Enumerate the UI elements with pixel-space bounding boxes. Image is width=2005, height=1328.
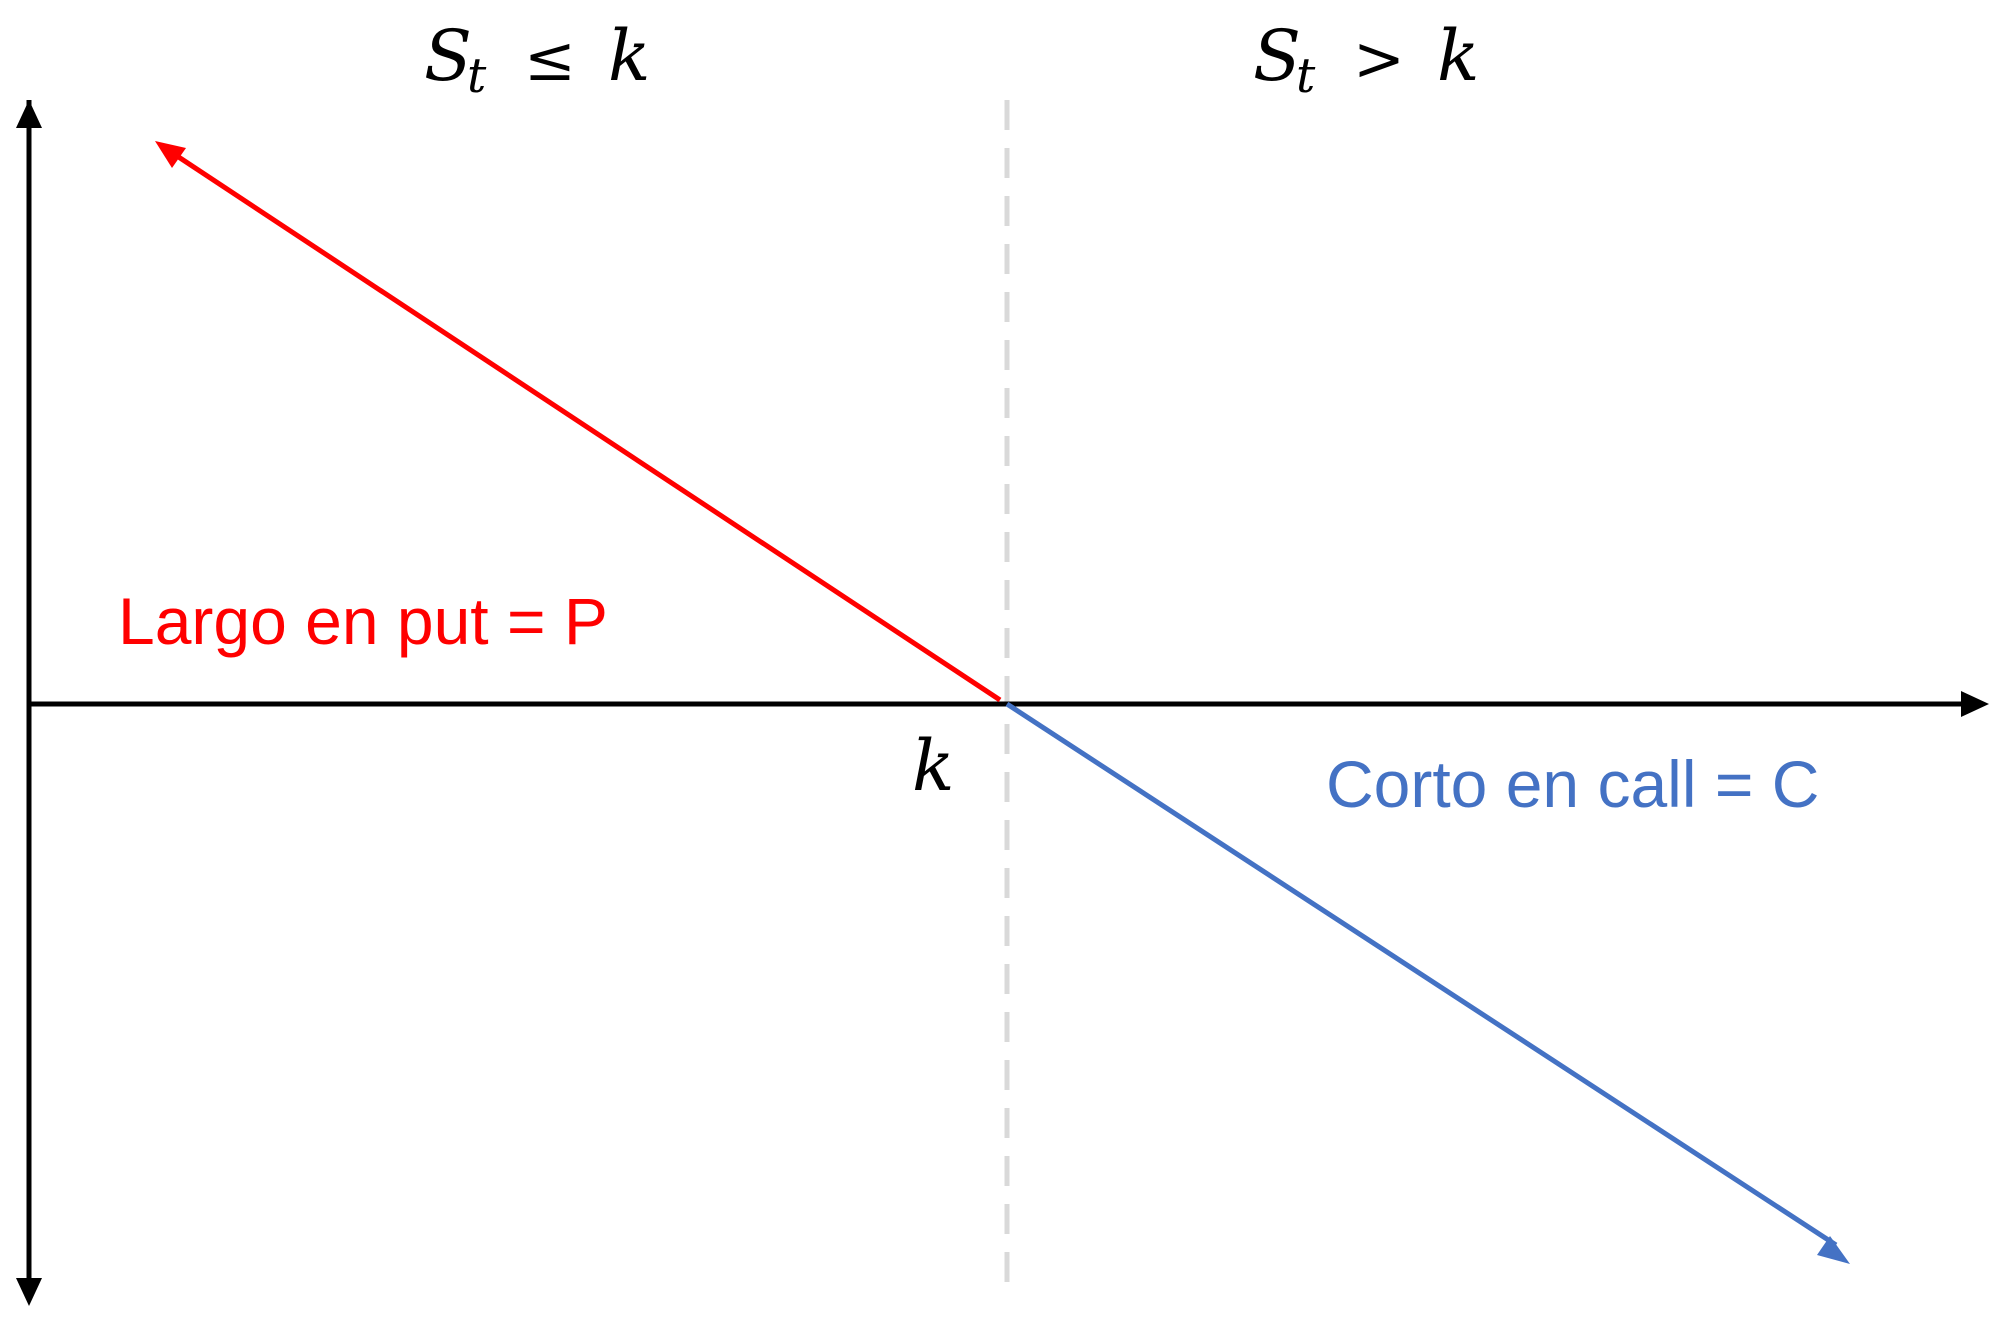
- y-axis-top-arrowhead: [16, 100, 42, 128]
- region-label-right: S t > k: [1253, 15, 1479, 104]
- strike-label: k: [912, 725, 954, 807]
- region-label-left: S t ≤ k: [424, 15, 650, 104]
- x-axis-arrowhead: [1961, 691, 1989, 717]
- short-call-payoff-line: [1005, 701, 1838, 1248]
- long-put-payoff-line: [166, 147, 1002, 703]
- short-call-arrowhead: [1817, 1236, 1850, 1264]
- long-put-arrowhead: [155, 141, 186, 168]
- short-call-label: Corto en call = C: [1326, 747, 1819, 821]
- y-axis-bottom-arrowhead: [16, 1278, 42, 1306]
- long-put-label: Largo en put = P: [118, 584, 608, 658]
